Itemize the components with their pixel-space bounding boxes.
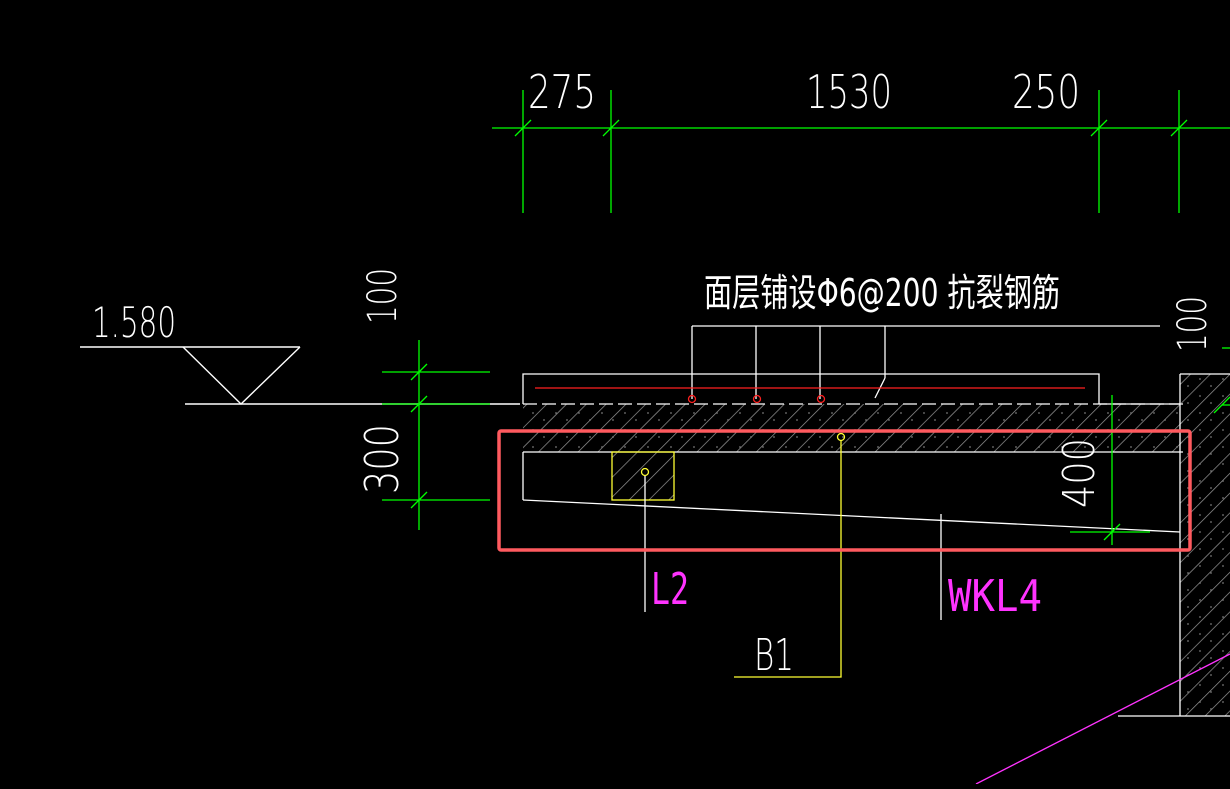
label-wkl4: WKL4	[948, 571, 1042, 622]
dimension-1530: 1530	[806, 65, 892, 119]
note-leaders	[691, 325, 1160, 399]
top-dimension-chain	[492, 90, 1230, 213]
slab-b1	[523, 403, 1183, 453]
dimension-left-100: 100	[360, 268, 406, 324]
elevation-symbol	[80, 346, 520, 405]
stair-slope-line	[975, 653, 1230, 785]
dimension-right-400: 400	[1054, 438, 1105, 508]
label-l2: L2	[651, 564, 689, 615]
rebar-note: 面层铺设Φ6@200 抗裂钢筋	[704, 271, 1060, 315]
dimension-left-300: 300	[355, 424, 409, 494]
topping-layer	[522, 373, 1100, 404]
elevation-value: 1.580	[92, 298, 176, 347]
dimension-275: 275	[528, 65, 596, 119]
beam-wkl4-outline	[522, 452, 1181, 533]
b1-leader	[734, 432, 846, 678]
dimension-right-100: 100	[1170, 296, 1216, 352]
label-b1: B1	[754, 630, 794, 681]
dimension-250: 250	[1012, 65, 1080, 119]
rebar-dots	[687, 394, 826, 404]
left-dimension-chain	[382, 340, 490, 530]
highlight-selection-box[interactable]	[497, 429, 1192, 552]
right-dimension-chain	[1070, 347, 1230, 545]
beam-l2-section	[611, 451, 675, 501]
